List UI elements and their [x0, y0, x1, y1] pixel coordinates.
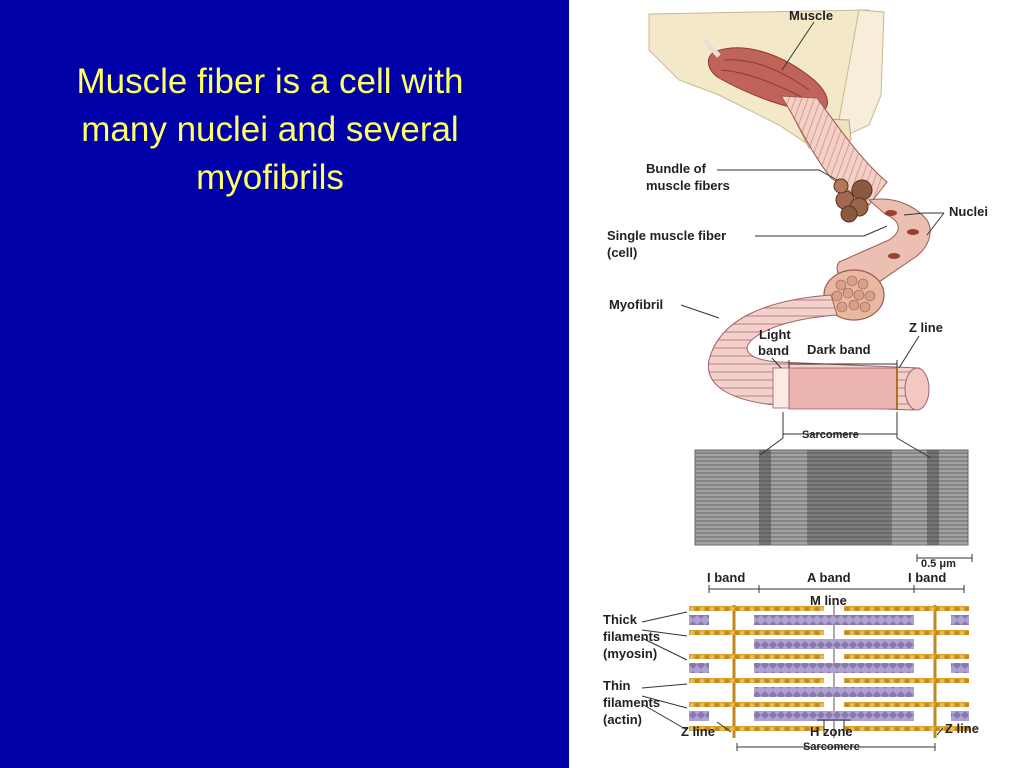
fiber-bundle	[780, 95, 888, 223]
electron-micrograph	[694, 449, 969, 546]
fiber-cross-section	[823, 269, 885, 321]
thin-filaments	[689, 606, 969, 731]
single-fiber	[823, 198, 931, 321]
label-m-line: M line	[810, 593, 847, 608]
muscle-illustration	[702, 38, 828, 113]
label-h-zone: H zone	[810, 724, 853, 739]
label-sarcomere-bottom: Sarcomere	[803, 741, 860, 753]
label-dark-band: Dark band	[807, 342, 871, 357]
label-single-fiber-2: (cell)	[607, 245, 637, 260]
label-scale-bar: 0.5 μm	[921, 558, 956, 570]
label-thick-3: (myosin)	[603, 646, 657, 661]
title-line-3: myofibrils	[196, 158, 344, 197]
diagram-labels: Muscle Bundle of muscle fibers Nuclei Si…	[603, 8, 988, 753]
label-z-line-top: Z line	[909, 320, 943, 335]
title-line-1: Muscle fiber is a cell with	[76, 62, 464, 101]
thick-filaments	[689, 615, 969, 721]
light-band-segment	[772, 367, 790, 409]
label-myofibril: Myofibril	[609, 297, 663, 312]
label-z-line-right: Z line	[945, 721, 979, 736]
nucleus	[888, 253, 900, 259]
label-thick-2: filaments	[603, 629, 660, 644]
label-z-line-left: Z line	[681, 724, 715, 739]
muscle-diagram-svg: Muscle Bundle of muscle fibers Nuclei Si…	[603, 8, 988, 753]
label-i-band-left: I band	[707, 570, 745, 585]
label-bundle-1: Bundle of	[646, 161, 707, 176]
bundle-cross-section	[833, 178, 873, 223]
myofibril-illustration	[707, 294, 930, 411]
label-bundle-2: muscle fibers	[646, 178, 730, 193]
label-single-fiber-1: Single muscle fiber	[607, 228, 726, 243]
label-nuclei: Nuclei	[949, 204, 988, 219]
label-light-band-2: band	[758, 343, 789, 358]
label-i-band-right: I band	[908, 570, 946, 585]
title-line-2: many nuclei and several	[81, 110, 459, 149]
label-thick-1: Thick	[603, 612, 638, 627]
label-thin-1: Thin	[603, 678, 630, 693]
label-thin-3: (actin)	[603, 712, 642, 727]
leader-lines	[641, 21, 973, 751]
nucleus	[907, 229, 919, 235]
label-sarcomere-top: Sarcomere	[802, 429, 859, 441]
muscle-diagram-figure: Muscle Bundle of muscle fibers Nuclei Si…	[569, 0, 1024, 768]
label-thin-2: filaments	[603, 695, 660, 710]
slide-title: Muscle fiber is a cell with many nuclei …	[30, 58, 510, 202]
label-a-band: A band	[807, 570, 851, 585]
nucleus	[885, 210, 897, 216]
label-light-band-1: Light	[759, 327, 791, 342]
label-muscle: Muscle	[789, 8, 833, 23]
dark-band-segment	[788, 367, 898, 410]
sarcomere-filament-diagram	[689, 602, 969, 738]
